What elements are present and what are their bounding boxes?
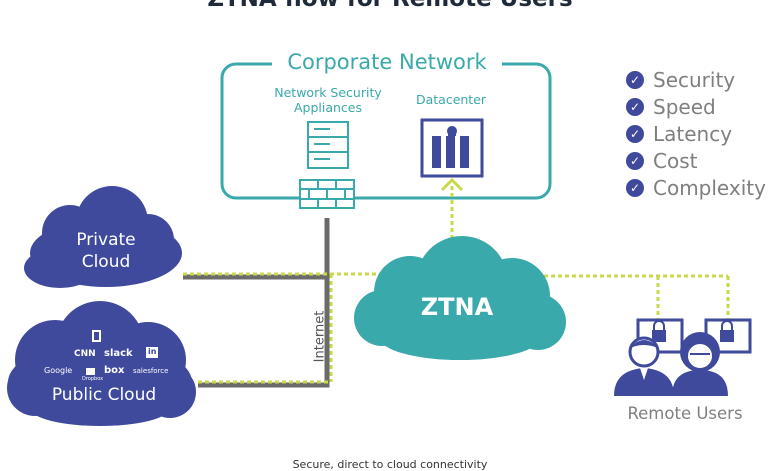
firewall-icon <box>299 179 355 209</box>
private-cloud-shape <box>24 186 182 288</box>
benefit-label: Speed <box>653 95 716 119</box>
benefit-label: Complexity <box>653 176 766 200</box>
salesforce-logo: salesforce <box>133 367 169 375</box>
internet-label: Internet <box>312 310 328 363</box>
public-cloud-shape <box>7 301 196 426</box>
check-icon: ✓ <box>626 125 644 143</box>
benefit-item: ✓ Latency <box>626 121 732 147</box>
benefit-item: ✓ Cost <box>626 148 697 174</box>
check-icon: ✓ <box>626 71 644 89</box>
datacenter-arrow <box>440 177 464 192</box>
caption: Secure, direct to cloud connectivity <box>292 458 488 471</box>
remote-users-label: Remote Users <box>627 404 743 423</box>
remote-users-icon <box>614 318 752 396</box>
dropbox-logo-icon <box>86 368 95 375</box>
corporate-network-title: Corporate Network <box>272 50 502 74</box>
benefit-label: Security <box>653 68 736 92</box>
benefit-label: Cost <box>653 149 698 173</box>
benefit-item: ✓ Complexity <box>626 175 766 201</box>
diagram-title: ZTNA flow for Remote Users <box>0 0 780 12</box>
check-icon: ✓ <box>626 98 644 116</box>
linkedin-logo-icon <box>146 347 158 358</box>
google-logo: Google <box>44 366 73 375</box>
security-appliances-label: Network Security Appliances <box>274 85 382 115</box>
benefit-item: ✓ Speed <box>626 94 716 120</box>
datacenter-label: Datacenter <box>415 92 487 107</box>
cnn-logo: CNN <box>74 349 96 359</box>
linkedin-logo: in <box>148 347 157 356</box>
ztna-label: ZTNA <box>420 293 494 321</box>
security-appliance-icon <box>307 121 349 169</box>
dropbox-logo: Dropbox <box>82 376 104 382</box>
slack-logo: slack <box>104 348 133 359</box>
ztna-cloud-shape <box>354 236 566 360</box>
office-logo-icon <box>92 330 101 342</box>
public-cloud-label: Public Cloud <box>51 385 157 405</box>
check-icon: ✓ <box>626 152 644 170</box>
check-icon: ✓ <box>626 179 644 197</box>
benefit-item: ✓ Security <box>626 67 735 93</box>
internet-link <box>183 218 330 388</box>
box-logo: box <box>104 365 125 376</box>
benefit-label: Latency <box>653 122 733 146</box>
datacenter-icon <box>420 118 484 178</box>
private-cloud-label: Private Cloud <box>76 230 136 272</box>
